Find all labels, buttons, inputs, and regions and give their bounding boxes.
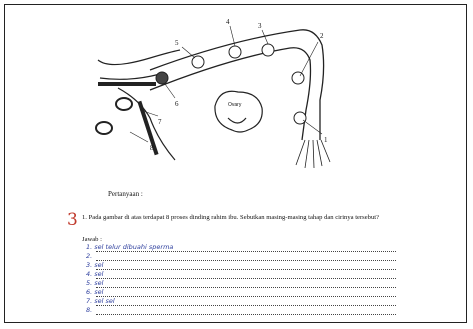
answer-line xyxy=(96,305,396,306)
oviduct-diagram: Ovary 1 2 3 4 5 6 7 8 xyxy=(0,0,473,180)
question-text: 1. Pada gambar di atas terdapat 8 proses… xyxy=(82,214,382,222)
answer-line xyxy=(96,296,396,297)
handwritten-answer: 4. sel xyxy=(86,270,103,278)
handwritten-answer: 7. sel sel xyxy=(86,297,115,305)
handwritten-answer: 8. xyxy=(86,306,92,314)
diagram-label-3: 3 xyxy=(258,22,262,30)
section-heading: Pertanyaan : xyxy=(108,190,143,198)
fimbriae xyxy=(296,140,330,168)
diagram-label-1: 1 xyxy=(324,136,328,144)
answer-line xyxy=(96,278,396,279)
handwritten-question-mark: 3 xyxy=(67,212,78,229)
answer-line xyxy=(96,269,396,270)
diagram-label-6: 6 xyxy=(175,100,179,108)
diagram-label-8: 8 xyxy=(150,144,154,152)
ovary xyxy=(215,91,262,132)
answer-line xyxy=(96,260,396,261)
handwritten-answer: 1. sel telur dibuahi sperma xyxy=(86,243,173,251)
diagram-label-4: 4 xyxy=(226,18,230,26)
handwritten-answer: 5. sel xyxy=(86,279,103,287)
handwritten-answer: 2. xyxy=(86,252,92,260)
diagram-label-2: 2 xyxy=(320,32,324,40)
answer-line xyxy=(96,287,396,288)
handwritten-answer: 3. sel xyxy=(86,261,103,269)
answer-line xyxy=(96,314,396,315)
blastocysts xyxy=(96,98,132,134)
diagram-label-7: 7 xyxy=(158,118,162,126)
ovary-label: Ovary xyxy=(228,102,242,108)
answer-label: Jawab : xyxy=(82,236,102,243)
diagram-label-5: 5 xyxy=(175,39,179,47)
handwritten-answer: 6. sel xyxy=(86,288,103,296)
answer-line xyxy=(96,251,396,252)
